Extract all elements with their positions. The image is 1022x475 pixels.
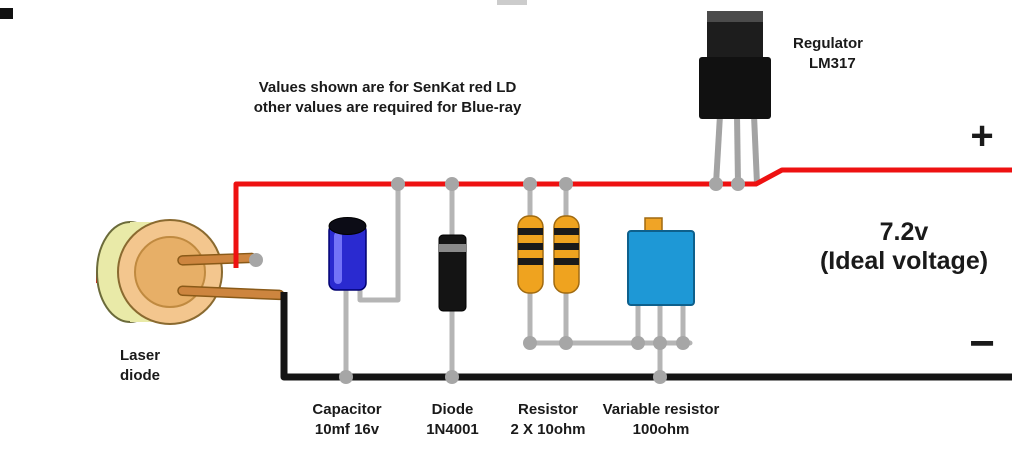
artifact-mark-left (0, 8, 13, 19)
resistor-band (554, 258, 579, 265)
resistor-band (554, 243, 579, 250)
capacitor-label: Capacitor 10mf 16v (292, 400, 402, 440)
junction-dot (631, 336, 645, 350)
positive-rail (233, 167, 1012, 268)
junction-dot (559, 177, 573, 191)
note-line2: other values are required for Blue-ray (253, 99, 522, 116)
resistors (517, 215, 580, 294)
resistor-1 (517, 215, 544, 294)
regulator-label: Regulator LM317 (793, 34, 923, 74)
resistor-band (518, 243, 543, 250)
variable-resistor-label-line1: Variable resistor (602, 401, 720, 418)
diode-body (438, 234, 467, 312)
voltage-label: 7.2v (Ideal voltage) (790, 218, 1018, 276)
junction-dot (676, 336, 690, 350)
laser-diode-face-inner (134, 236, 206, 308)
junction-dots (249, 177, 745, 384)
laser-diode-pin-positive (177, 252, 257, 266)
junction-dot (391, 177, 405, 191)
diode-cathode-band (439, 244, 466, 252)
junction-dot (249, 253, 263, 267)
diode-label-line2: 1N4001 (426, 421, 479, 438)
variable-resistor-body (627, 230, 695, 306)
junction-dot (653, 370, 667, 384)
negative-rail (280, 292, 1012, 381)
capacitor-top (328, 217, 367, 235)
junction-dot (653, 336, 667, 350)
variable-resistor-label: Variable resistor 100ohm (586, 400, 736, 440)
junction-dot (523, 177, 537, 191)
regulator-label-line1: Regulator (793, 35, 864, 52)
junction-dot (523, 336, 537, 350)
artifact-mark-top (497, 0, 527, 5)
diode-label: Diode 1N4001 (405, 400, 500, 440)
diode (438, 234, 467, 312)
junction-dot (709, 177, 723, 191)
resistor-1-body (517, 215, 544, 294)
capacitor-label-line1: Capacitor (312, 401, 382, 418)
variable-resistor (627, 217, 695, 306)
regulator-pin-1 (713, 114, 723, 185)
note-text: Values shown are for SenKat red LD other… (205, 78, 570, 118)
resistor-label-line1: Resistor (517, 401, 579, 418)
capacitor (328, 217, 367, 291)
resistor-label: Resistor 2 X 10ohm (492, 400, 604, 440)
laser-diode (96, 219, 285, 325)
junction-dot (559, 336, 573, 350)
regulator-pins (713, 114, 760, 185)
capacitor-highlight (334, 232, 342, 284)
regulator-label-line2: LM317 (809, 55, 856, 72)
laser-diode-label: Laser diode (120, 346, 200, 386)
capacitor-label-line2: 10mf 16v (314, 421, 380, 438)
capacitor-positive-lead (357, 181, 401, 303)
junction-dot (339, 370, 353, 384)
regulator-tab-top (707, 11, 763, 22)
voltage-value: 7.2v (879, 218, 929, 246)
variable-resistor-label-line2: 100ohm (632, 421, 690, 438)
laser-diode-label-line1: Laser (120, 347, 161, 364)
note-line1: Values shown are for SenKat red LD (258, 79, 517, 96)
junction-dot (445, 370, 459, 384)
junction-dot (445, 177, 459, 191)
diode-label-line1: Diode (431, 401, 474, 418)
laser-diode-label-line2: diode (120, 367, 160, 384)
minus-sign: − (969, 319, 995, 368)
resistor-band (518, 228, 543, 235)
resistor-band (554, 228, 579, 235)
voltage-caption: (Ideal voltage) (819, 247, 989, 275)
resistor-label-line2: 2 X 10ohm (510, 421, 586, 438)
resistor-band (518, 258, 543, 265)
regulator-package (699, 57, 771, 119)
regulator-pin-3 (751, 114, 760, 185)
resistor-2 (553, 215, 580, 294)
resistor-2-body (553, 215, 580, 294)
regulator-lm317 (699, 11, 771, 185)
regulator-pin-2 (734, 114, 741, 185)
plus-sign: + (970, 114, 994, 158)
junction-dot (731, 177, 745, 191)
